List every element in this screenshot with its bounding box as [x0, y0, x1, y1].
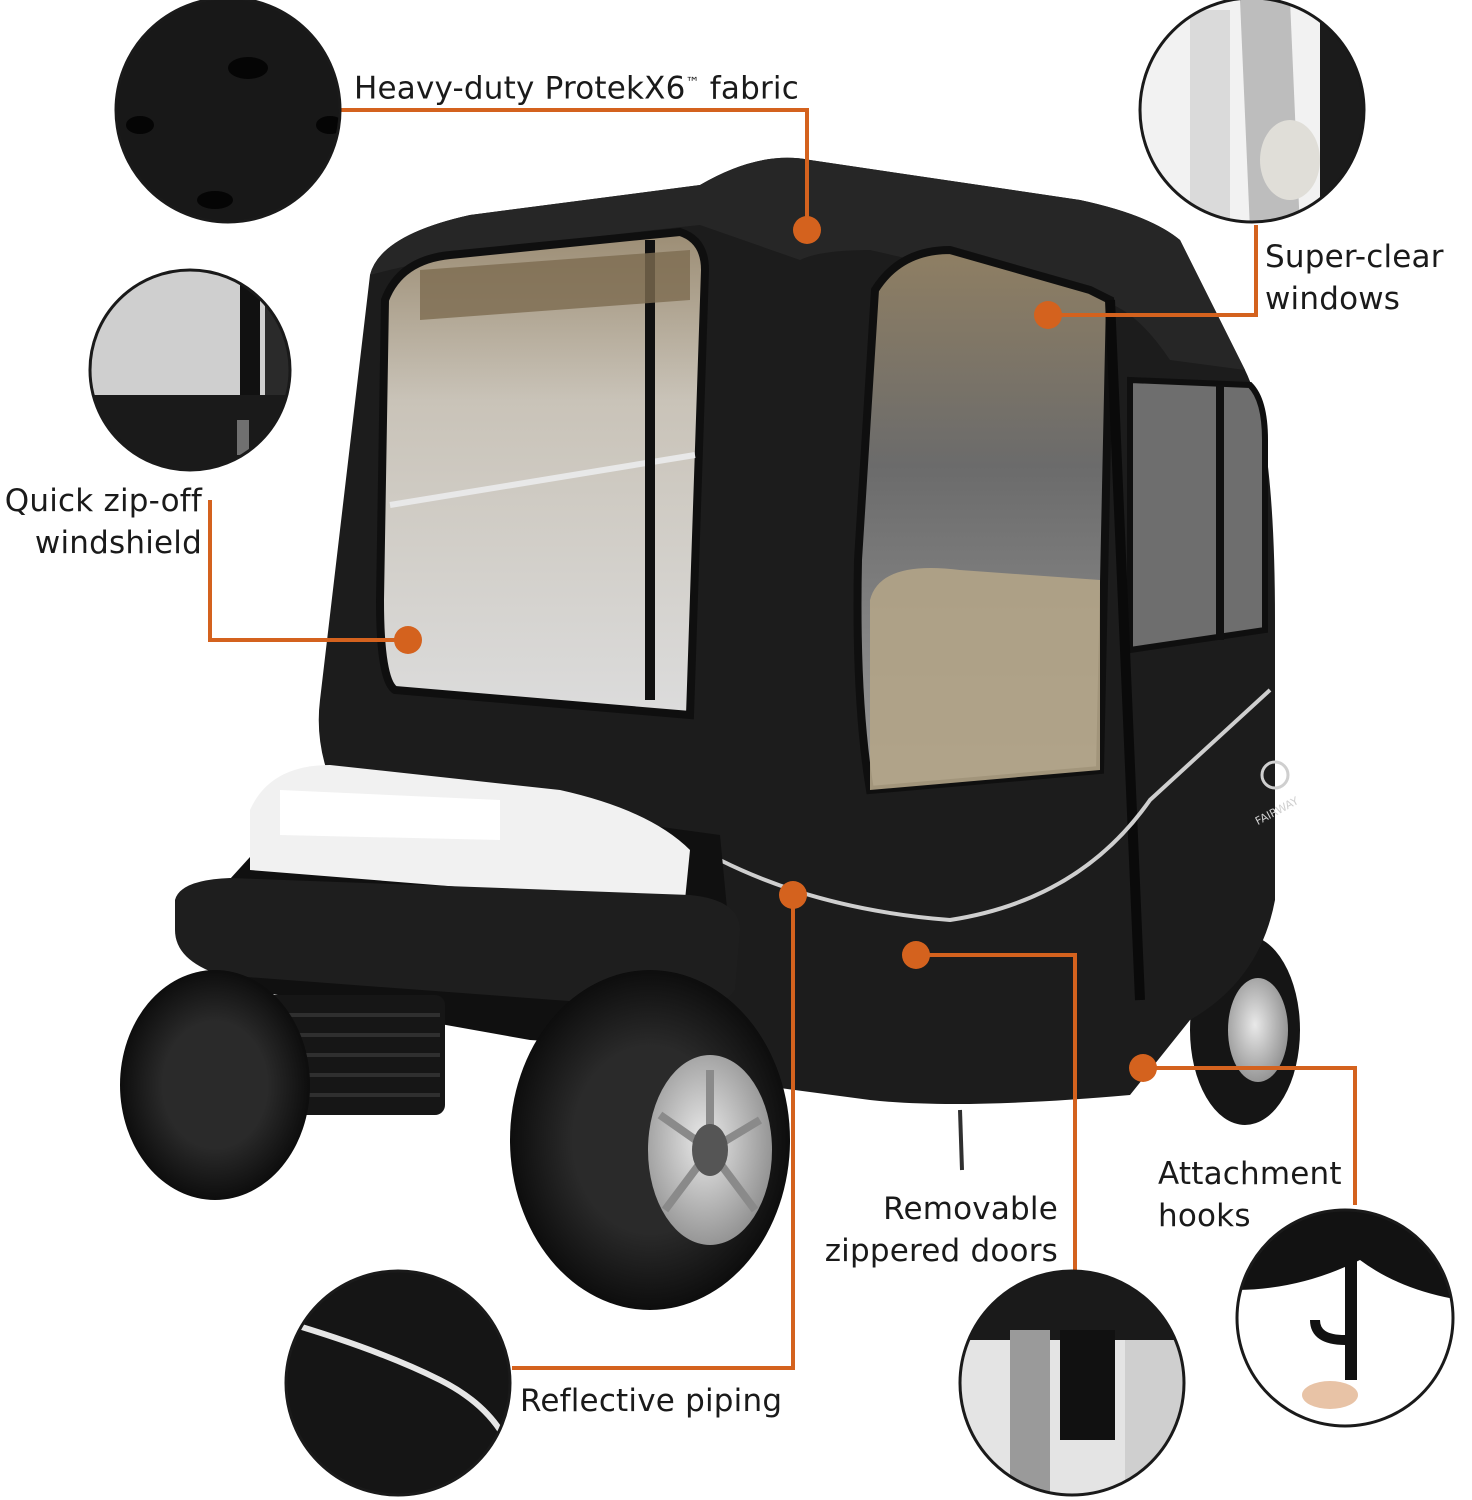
windows-label-line1: Super-clear [1265, 239, 1444, 275]
doors-label: Removable zippered doors [800, 1188, 1058, 1272]
fabric-label: Heavy-duty ProtekX6™ fabric [354, 62, 799, 109]
doors-dot [902, 941, 930, 969]
windshield-label: Quick zip-off windshield [0, 480, 202, 564]
callout-lines [208, 108, 1357, 1370]
windshield-leader-line [208, 500, 408, 642]
piping-label-line1: Reflective piping [520, 1383, 783, 1419]
hooks-label: Attachment hooks [1158, 1153, 1342, 1237]
windshield-zip-detail-image [88, 268, 292, 472]
hook-detail-image [1235, 1208, 1455, 1428]
piping-detail-image [284, 1269, 512, 1497]
hooks-dot [1129, 1054, 1157, 1082]
callout-dots [394, 216, 1157, 1082]
windshield-dot [394, 626, 422, 654]
fabric-label-text: Heavy-duty ProtekX6 [354, 70, 686, 107]
windshield-label-line1: Quick zip-off [4, 483, 202, 519]
trademark-symbol: ™ [685, 75, 700, 91]
door-zipper-detail-image [958, 1269, 1186, 1497]
windows-leader-line [1048, 225, 1258, 317]
hooks-label-line2: hooks [1158, 1198, 1251, 1234]
hooks-leader-line [1143, 1066, 1357, 1205]
hooks-label-line1: Attachment [1158, 1156, 1342, 1192]
fabric-label-suffix: fabric [699, 70, 799, 107]
doors-label-line2: zippered doors [824, 1233, 1058, 1269]
fabric-dot [793, 216, 821, 244]
windows-label-line2: windows [1265, 281, 1401, 317]
windows-dot [1034, 301, 1062, 329]
windshield-label-line2: windshield [34, 525, 202, 561]
piping-label: Reflective piping [520, 1380, 782, 1422]
piping-dot [779, 881, 807, 909]
piping-leader-line [512, 895, 795, 1370]
golf-cart-cover: FAIRWAY [120, 157, 1301, 1310]
windows-label: Super-clear windows [1265, 236, 1444, 320]
doors-leader-line [916, 953, 1077, 1272]
fabric-detail-image [114, 0, 342, 224]
fabric-leader-line [340, 108, 809, 230]
window-clarity-detail-image [1138, 0, 1366, 224]
doors-label-line1: Removable [883, 1191, 1058, 1227]
